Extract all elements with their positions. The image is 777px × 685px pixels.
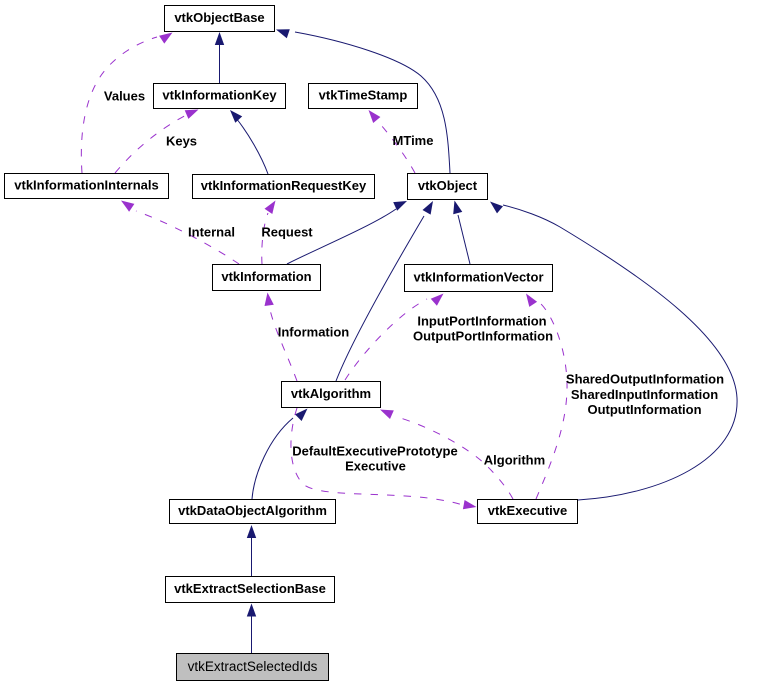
- svg-text:vtkDataObjectAlgorithm: vtkDataObjectAlgorithm: [178, 503, 327, 518]
- svg-text:Request: Request: [261, 225, 313, 240]
- svg-text:Keys: Keys: [166, 134, 197, 149]
- svg-text:OutputInformation: OutputInformation: [587, 402, 701, 417]
- svg-text:Values: Values: [104, 89, 145, 104]
- svg-text:OutputPortInformation: OutputPortInformation: [413, 329, 553, 344]
- svg-text:vtkExecutive: vtkExecutive: [488, 503, 568, 518]
- svg-text:vtkObjectBase: vtkObjectBase: [174, 10, 264, 25]
- svg-text:vtkExtractSelectedIds: vtkExtractSelectedIds: [188, 659, 318, 674]
- svg-text:Information: Information: [278, 325, 350, 340]
- svg-text:MTime: MTime: [393, 133, 434, 148]
- svg-text:SharedOutputInformation: SharedOutputInformation: [566, 372, 724, 387]
- svg-text:vtkAlgorithm: vtkAlgorithm: [291, 386, 371, 401]
- svg-text:InputPortInformation: InputPortInformation: [417, 314, 546, 329]
- svg-text:vtkInformationKey: vtkInformationKey: [162, 87, 277, 102]
- svg-text:vtkObject: vtkObject: [418, 178, 478, 193]
- svg-text:vtkInformationVector: vtkInformationVector: [413, 269, 543, 284]
- svg-text:vtkTimeStamp: vtkTimeStamp: [319, 87, 408, 102]
- svg-text:vtkInformationRequestKey: vtkInformationRequestKey: [201, 178, 367, 193]
- svg-text:Internal: Internal: [188, 225, 235, 240]
- svg-text:DefaultExecutivePrototype: DefaultExecutivePrototype: [292, 444, 457, 459]
- svg-text:vtkInformation: vtkInformation: [221, 269, 311, 284]
- svg-text:Algorithm: Algorithm: [484, 453, 545, 468]
- svg-text:Executive: Executive: [345, 459, 406, 474]
- svg-text:vtkExtractSelectionBase: vtkExtractSelectionBase: [174, 581, 326, 596]
- svg-text:SharedInputInformation: SharedInputInformation: [571, 387, 718, 402]
- svg-text:vtkInformationInternals: vtkInformationInternals: [14, 177, 158, 192]
